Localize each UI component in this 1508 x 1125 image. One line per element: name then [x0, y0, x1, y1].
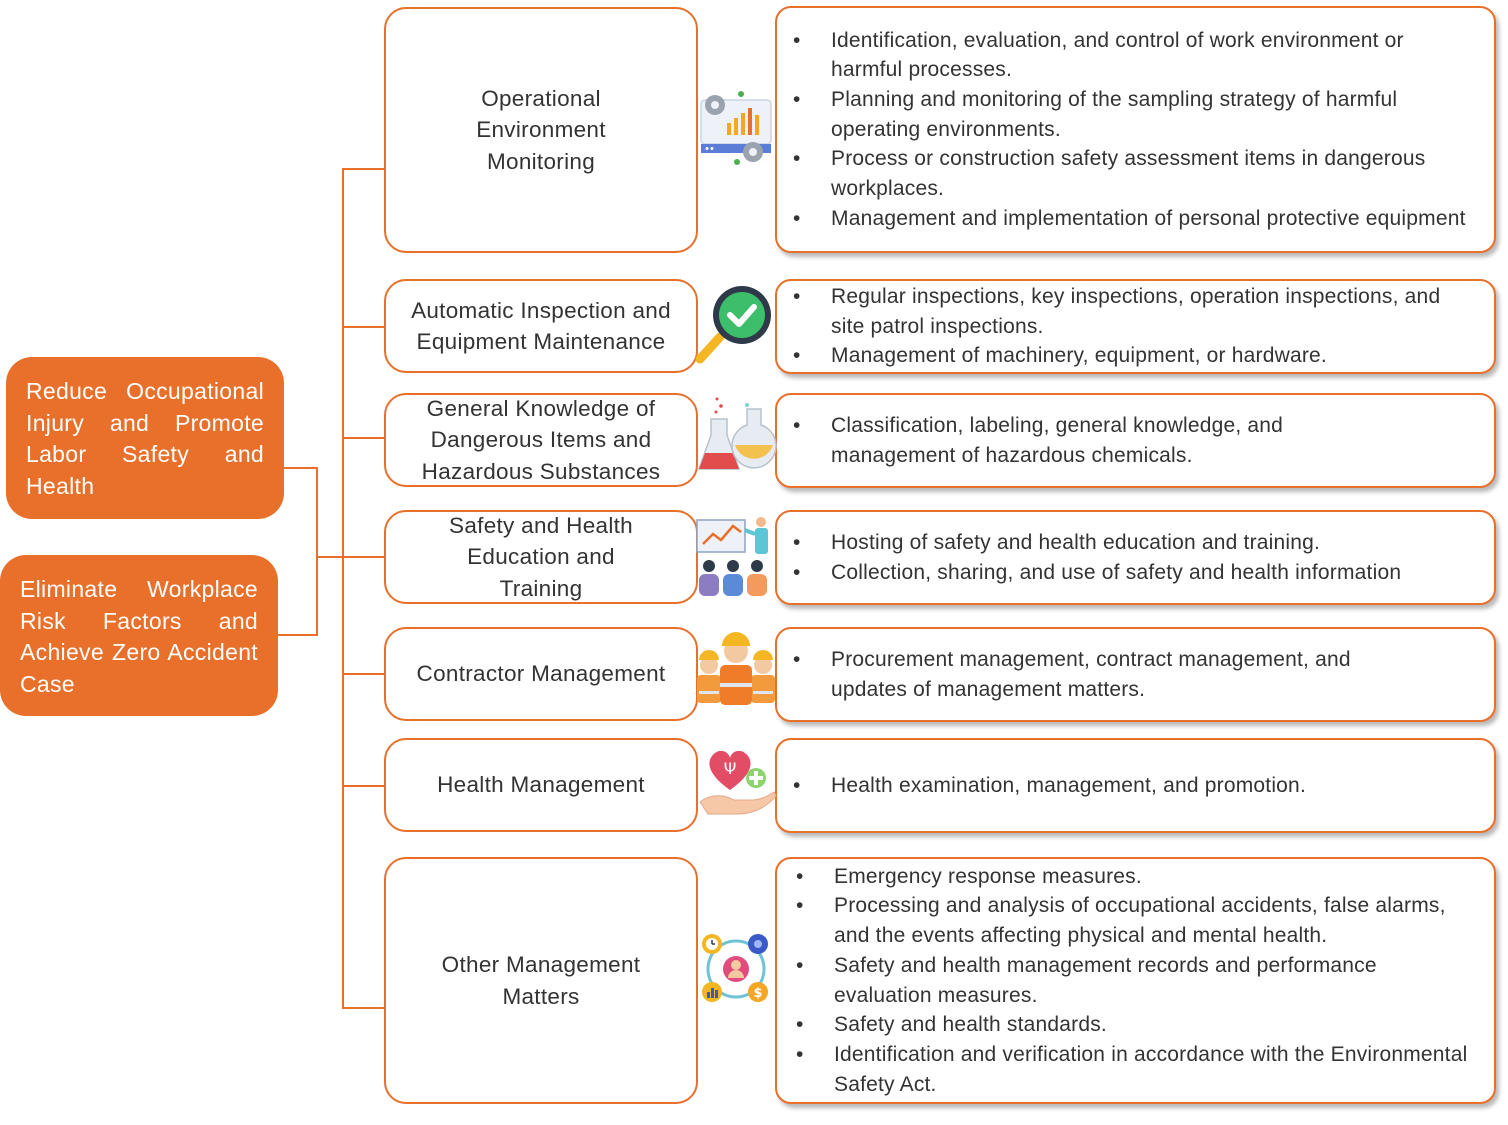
management-cycle-icon: $: [702, 934, 768, 1002]
heart-hand-icon: Ψ: [699, 750, 777, 815]
detail-item: Identification, evaluation, and control …: [791, 26, 1474, 85]
category-education-training: Safety and Health Education and Training: [384, 510, 698, 604]
category-automatic-inspection: Automatic Inspection and Equipment Maint…: [384, 279, 698, 373]
detail-item: Safety and health standards.: [794, 1010, 1474, 1040]
detail-item: Management and implementation of persona…: [791, 204, 1474, 234]
category-health-management: Health Management: [384, 738, 698, 832]
detail-item: Emergency response measures.: [794, 862, 1474, 892]
svg-text:Ψ: Ψ: [724, 759, 737, 778]
category-operational-environment-monitoring: Operational Environment Monitoring: [384, 7, 698, 253]
detail-item: Classification, labeling, general knowle…: [791, 411, 1474, 470]
detail-item: Process or construction safety assessmen…: [791, 144, 1474, 203]
connector-cat-2: [342, 326, 384, 328]
goal-reduce-injury: Reduce Occupational Injury and Promote L…: [6, 357, 284, 519]
connector-cat-6: [342, 785, 384, 787]
detail-item: Identification and verification in accor…: [794, 1040, 1474, 1099]
detail-item: Safety and health management records and…: [794, 951, 1474, 1010]
details-automatic-inspection: Regular inspections, key inspections, op…: [775, 279, 1496, 374]
detail-item: Procurement management, contract managem…: [791, 645, 1474, 704]
details-health-management: Health examination, management, and prom…: [775, 738, 1496, 833]
connector-trunk-vertical: [342, 168, 344, 1009]
monitoring-dashboard-icon: [700, 91, 772, 165]
details-other-management: Emergency response measures. Processing …: [775, 857, 1496, 1104]
category-contractor-management: Contractor Management: [384, 627, 698, 721]
detail-item: Collection, sharing, and use of safety a…: [791, 558, 1474, 588]
connector-cat-5: [342, 673, 384, 675]
svg-text:$: $: [753, 986, 762, 1001]
category-dangerous-items: General Knowledge of Dangerous Items and…: [384, 393, 698, 487]
chemical-flask-icon: [697, 397, 777, 470]
category-other-management: Other Management Matters: [384, 857, 698, 1104]
details-education-training: Hosting of safety and health education a…: [775, 510, 1496, 605]
goal-eliminate-risk: Eliminate Workplace Risk Factors and Ach…: [0, 555, 278, 716]
connector-goal-1: [284, 467, 318, 469]
detail-item: Hosting of safety and health education a…: [791, 528, 1474, 558]
details-operational-environment-monitoring: Identification, evaluation, and control …: [775, 6, 1496, 253]
details-dangerous-items: Classification, labeling, general knowle…: [775, 393, 1496, 488]
detail-item: Regular inspections, key inspections, op…: [791, 282, 1474, 341]
connector-cat-7: [342, 1007, 384, 1009]
detail-item: Planning and monitoring of the sampling …: [791, 85, 1474, 144]
connector-goals-trunk: [316, 556, 344, 558]
details-contractor-management: Procurement management, contract managem…: [775, 627, 1496, 722]
connector-cat-1: [342, 168, 384, 170]
connector-goal-2: [278, 634, 318, 636]
detail-item: Management of machinery, equipment, or h…: [791, 341, 1474, 371]
magnifier-check-icon: [695, 286, 771, 364]
training-presentation-icon: [696, 517, 768, 596]
connector-cat-4: [342, 556, 384, 558]
construction-workers-icon: [697, 632, 775, 705]
connector-cat-3: [342, 437, 384, 439]
detail-item: Health examination, management, and prom…: [791, 771, 1474, 801]
detail-item: Processing and analysis of occupational …: [794, 891, 1474, 950]
connector-goals-vertical: [316, 467, 318, 636]
